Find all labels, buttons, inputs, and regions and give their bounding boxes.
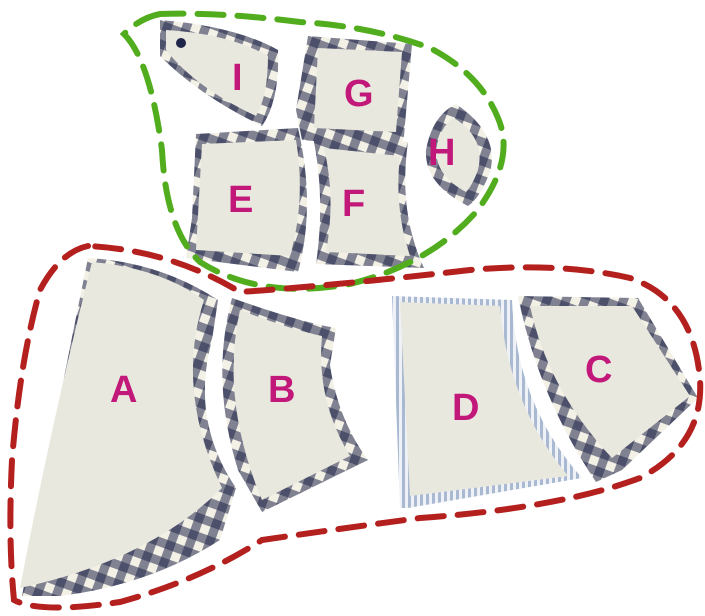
piece-g-label: G [344, 73, 374, 115]
piece-h-label: H [428, 132, 455, 174]
piece-i-label: I [232, 57, 243, 99]
piece-g: G [296, 36, 412, 148]
piece-c-label: C [585, 349, 612, 391]
piece-b-label: B [268, 369, 295, 411]
piece-i: I [160, 20, 278, 126]
piece-a: A [20, 258, 236, 596]
piece-a-label: A [110, 369, 137, 411]
piece-f: F [312, 132, 424, 268]
piece-e: E [186, 128, 307, 272]
piece-d-label: D [452, 387, 479, 429]
piece-f-fabric [324, 148, 410, 256]
piece-e-label: E [228, 179, 253, 221]
piece-b: B [222, 298, 368, 512]
piece-i-mark [176, 38, 186, 48]
piece-h: H [426, 104, 492, 206]
piece-f-label: F [342, 183, 365, 225]
